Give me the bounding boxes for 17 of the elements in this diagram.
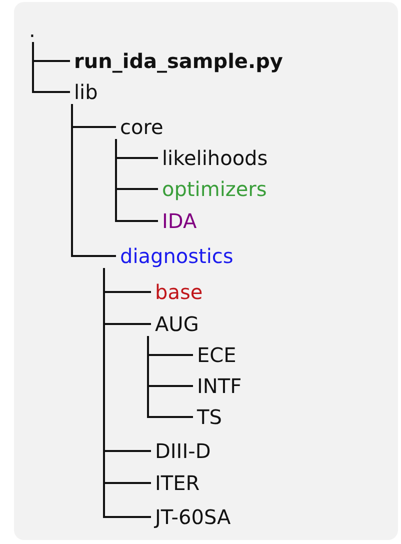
tree-item-label: core xyxy=(120,115,164,139)
tree-item-label: run_ida_sample.py xyxy=(74,49,283,73)
tree-item-label: TS xyxy=(197,405,222,429)
tree-connector xyxy=(71,104,116,257)
tree-item-label: likelihoods xyxy=(162,146,268,170)
tree-item-label: JT-60SA xyxy=(155,505,231,529)
tree-item-label: INTF xyxy=(197,374,242,398)
tree-item-label: ITER xyxy=(155,471,200,495)
tree-item-label: AUG xyxy=(155,312,199,336)
tree-item-label: IDA xyxy=(162,209,197,233)
tree-item-label: DIII-D xyxy=(155,439,211,463)
tree-item-label: lib xyxy=(74,80,98,104)
tree-item-label: optimizers xyxy=(162,177,267,201)
tree-item-label: . xyxy=(29,18,36,42)
tree-item-label: base xyxy=(155,280,203,304)
tree-item-label: ECE xyxy=(197,343,236,367)
tree-item-label: diagnostics xyxy=(120,244,234,268)
